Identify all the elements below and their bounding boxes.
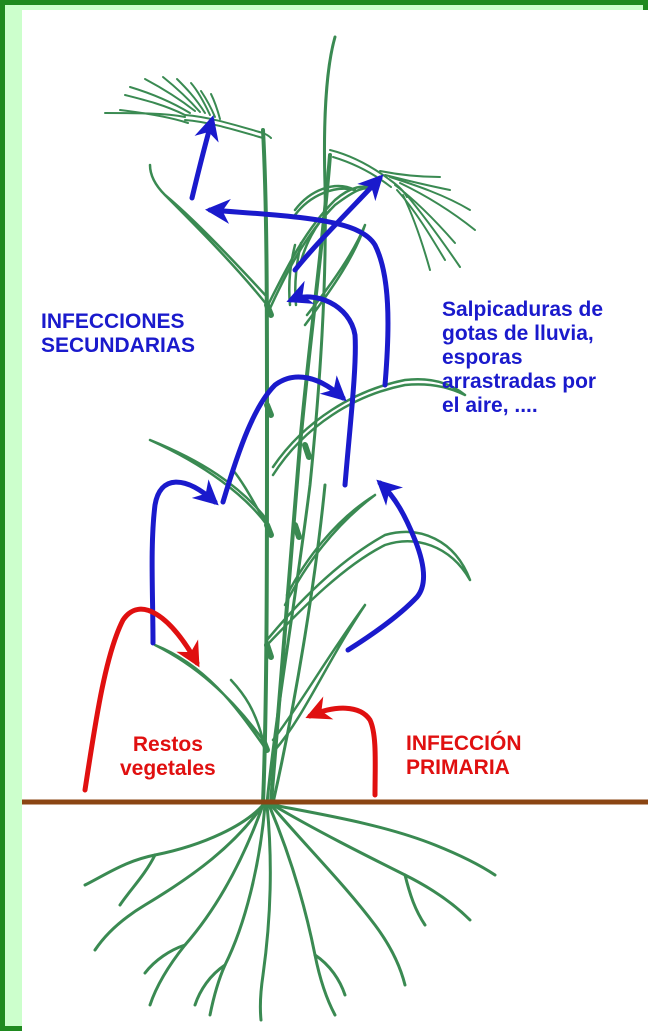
blue-arrow-leaf-to-left-ear xyxy=(189,115,219,201)
diagram-canvas: INFECCIONES SECUNDARIAS Salpicaduras de … xyxy=(22,10,648,1031)
right-wheat-ear xyxy=(329,149,476,271)
blue-arrow-loop-to-upper-left-leaf xyxy=(205,199,391,388)
primary-infection-arrows xyxy=(82,606,378,798)
rain-splash-label: Salpicaduras de gotas de lluvia, esporas… xyxy=(442,298,604,417)
plant-residues-label: Restos vegetales xyxy=(120,733,216,780)
wheat-plant xyxy=(104,35,476,805)
blue-arrow-mid-loop-upper xyxy=(286,280,358,488)
secondary-infection-arrows xyxy=(149,115,426,653)
left-wheat-ear xyxy=(104,76,272,139)
blue-arrow-mid-loop-middle xyxy=(220,374,347,505)
primary-infection-label: INFECCIÓN PRIMARIA xyxy=(406,732,522,779)
red-arrow-primary-to-stem xyxy=(305,696,378,798)
roots xyxy=(83,803,497,1022)
blue-arrow-low-loop-right xyxy=(345,479,426,653)
red-arrow-residues-to-lower-leaf xyxy=(82,606,200,793)
blue-arrow-low-loop-left xyxy=(149,479,219,646)
plant-diagram-svg xyxy=(22,35,648,1022)
secondary-infections-label: INFECCIONES SECUNDARIAS xyxy=(41,310,196,357)
blue-arrow-upper-leaf-to-right-ear xyxy=(292,174,384,273)
